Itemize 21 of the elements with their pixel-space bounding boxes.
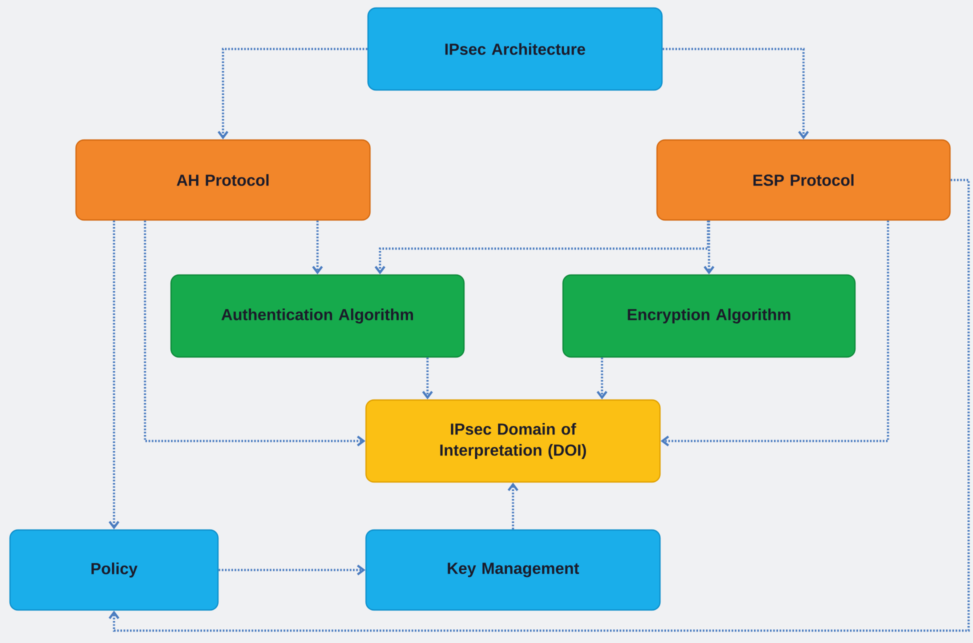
arrow — [108, 220, 120, 530]
arrow — [660, 220, 890, 446]
process-box: Policy — [9, 529, 219, 611]
arrow — [312, 220, 323, 274]
arrow — [108, 178, 970, 632]
arrow — [218, 564, 366, 576]
arrow — [218, 48, 368, 140]
arrow — [374, 220, 710, 274]
arrow — [596, 358, 608, 400]
process-box: IPsec Architecture — [367, 7, 663, 91]
process-box: IPsec Domain of Interpretation (DOI) — [365, 399, 661, 483]
arrow — [508, 482, 518, 530]
process-box: Key Management — [365, 529, 661, 611]
process-box: AH Protocol — [75, 139, 371, 221]
process-box: Authentication Algorithm — [170, 274, 465, 358]
arrow — [144, 220, 366, 446]
arrow — [662, 48, 809, 140]
process-box: ESP Protocol — [656, 139, 951, 221]
process-box: Encryption Algorithm — [562, 274, 856, 358]
arrow — [704, 220, 714, 274]
arrow — [422, 358, 433, 400]
